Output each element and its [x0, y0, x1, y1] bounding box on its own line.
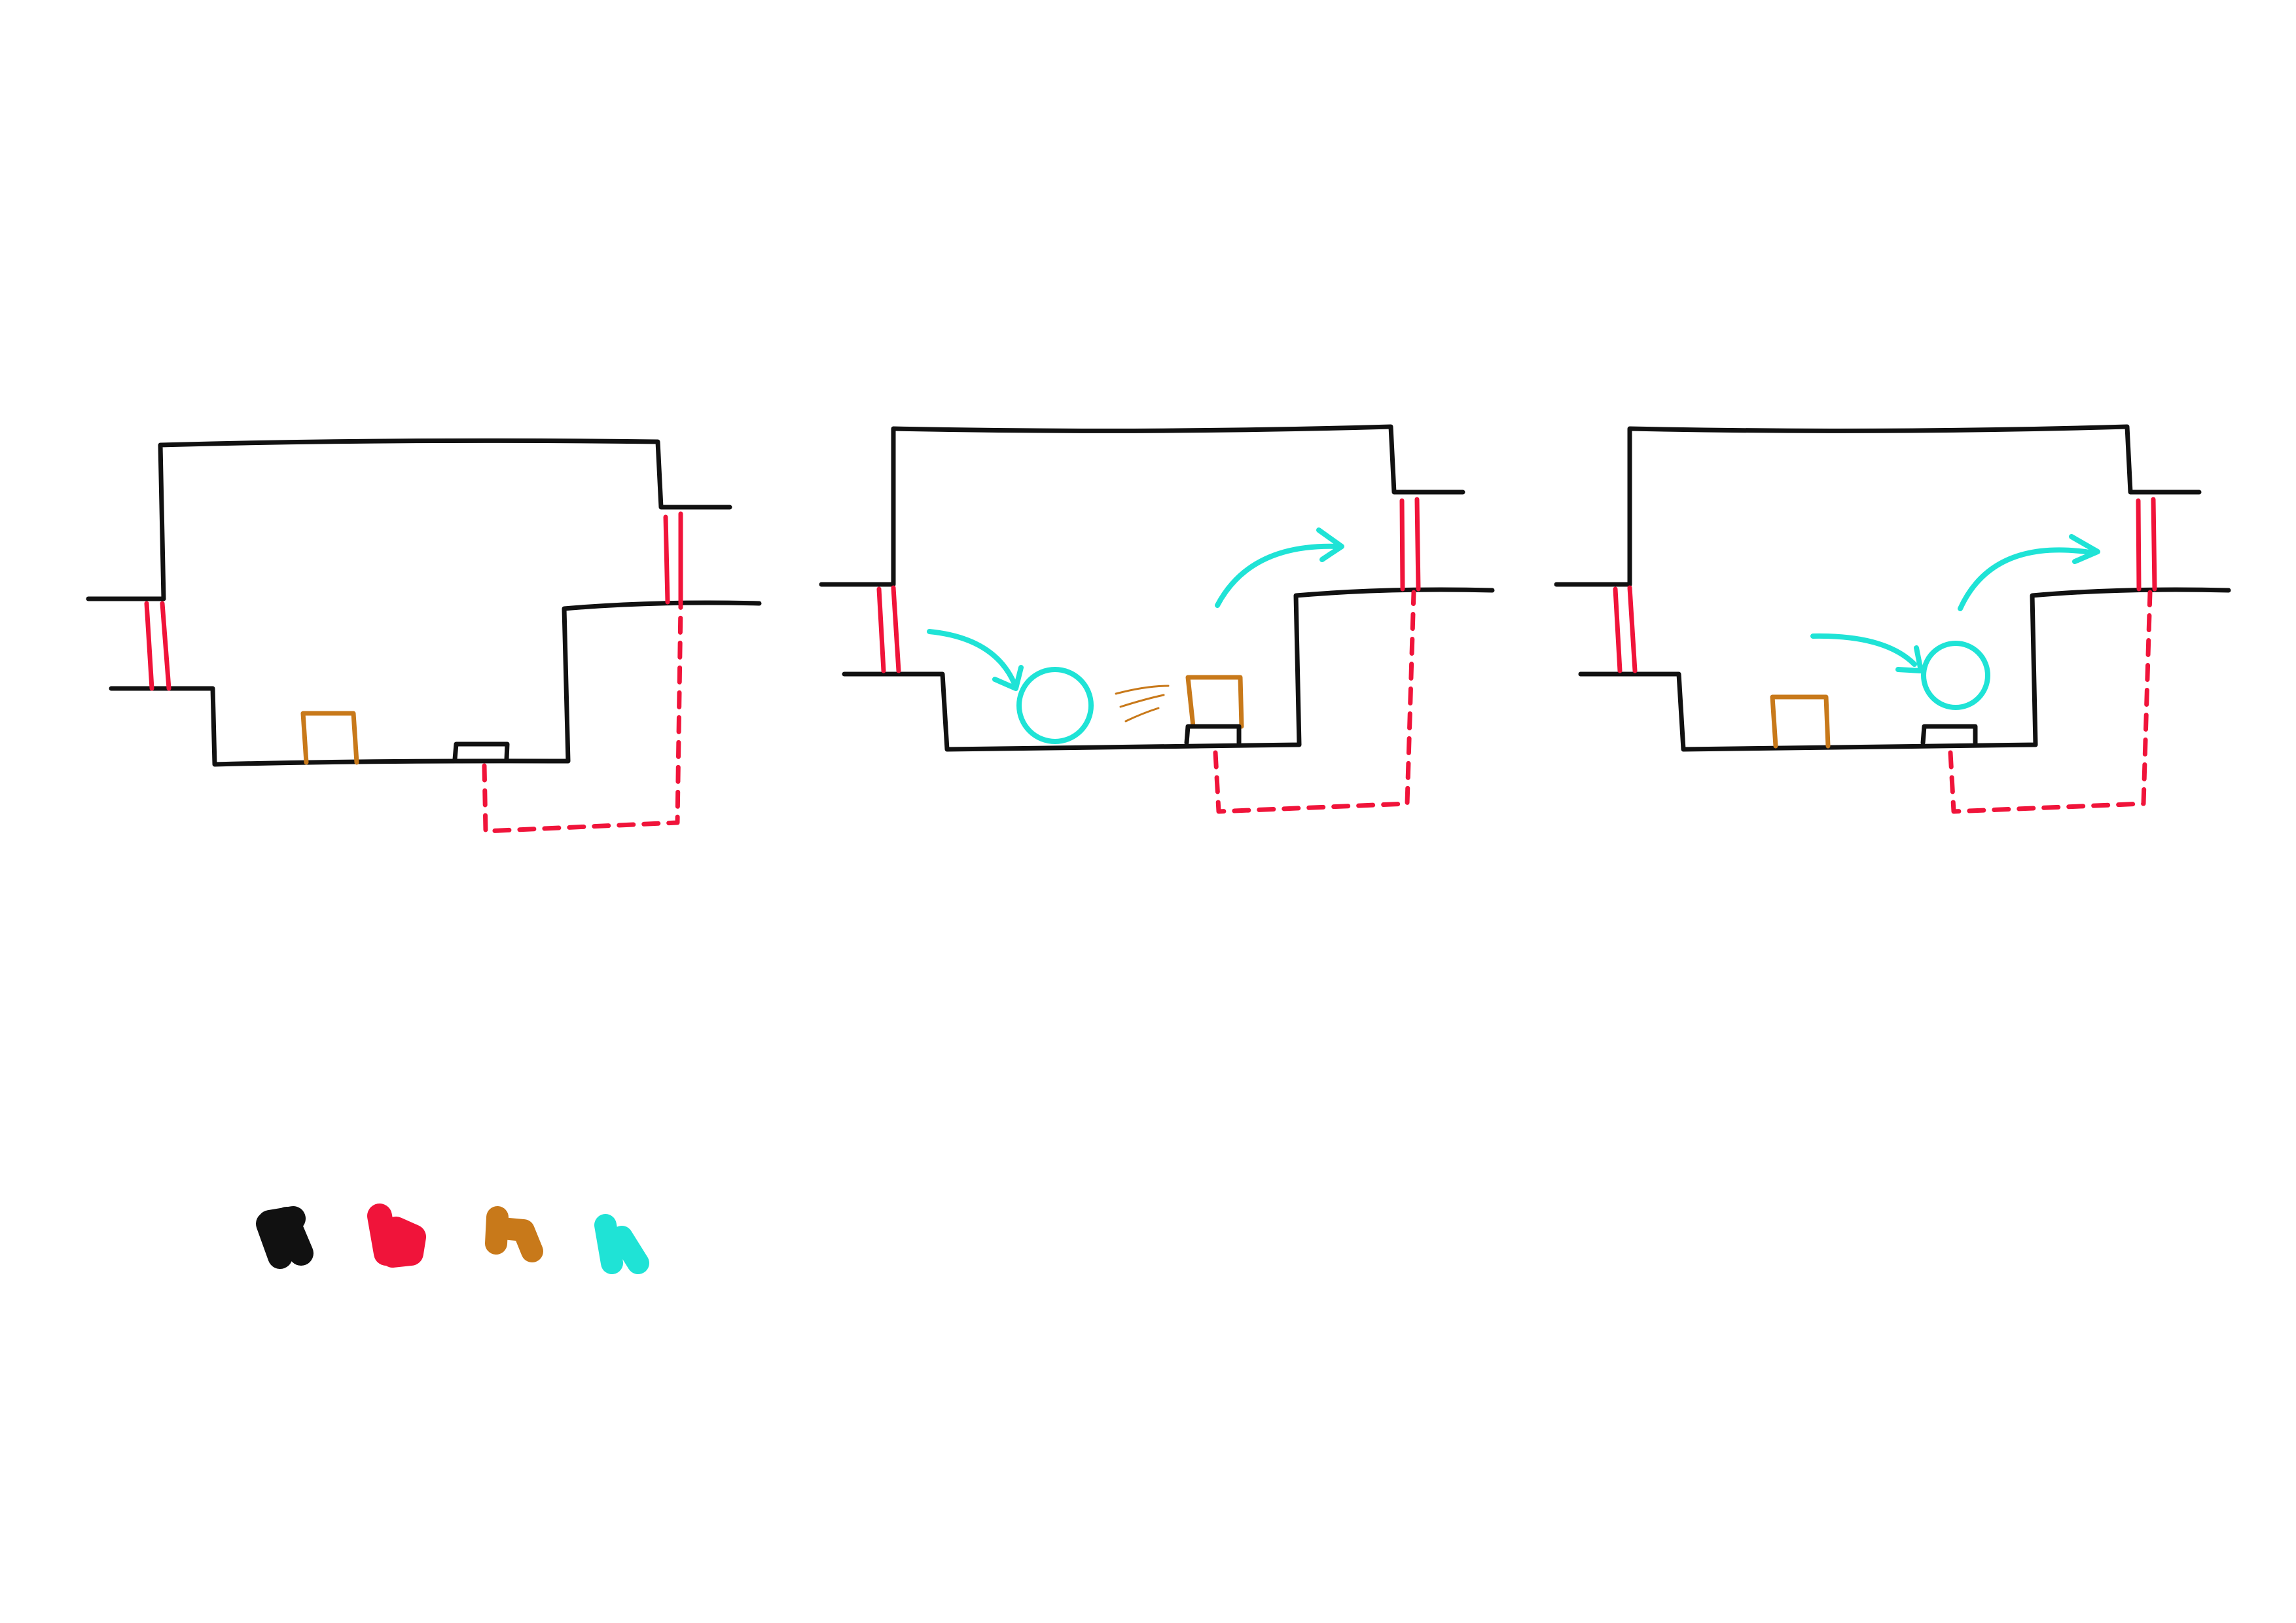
pressure-plate: [1184, 724, 1242, 745]
swatch-cyan: [594, 1214, 649, 1274]
crate: [1770, 694, 1831, 749]
motion-arrow: [1810, 633, 1924, 673]
entry-door: [876, 585, 901, 673]
motion-arrow: [1958, 534, 2100, 611]
swatch-red: [367, 1204, 426, 1268]
color-legend: [256, 1204, 649, 1274]
exit-door: [1399, 497, 1421, 592]
entry-door: [1613, 585, 1638, 673]
room-wall: [819, 424, 1495, 752]
room-wall: [86, 438, 762, 767]
pressure-plate: [452, 741, 510, 762]
motion-arrow: [927, 629, 1024, 691]
room-wall: [1554, 424, 2231, 752]
motion-arrow: [1215, 527, 1344, 608]
entry-door: [144, 601, 171, 691]
player: [1921, 641, 1990, 710]
player: [1016, 667, 1094, 744]
panel-2: [819, 424, 1495, 814]
swatch-black: [256, 1206, 314, 1269]
panel-1: [86, 438, 762, 834]
panel-3: [1554, 424, 2231, 814]
motion-lines: [1115, 685, 1170, 722]
wire-connection: [1213, 590, 1416, 814]
pressure-plate: [1920, 724, 1978, 745]
wire-connection: [482, 603, 683, 834]
crate: [300, 711, 359, 765]
wire-connection: [1948, 590, 2153, 814]
swatch-orange: [485, 1206, 543, 1262]
exit-door: [2136, 497, 2157, 592]
crate: [1185, 675, 1244, 729]
exit-door: [663, 511, 683, 606]
